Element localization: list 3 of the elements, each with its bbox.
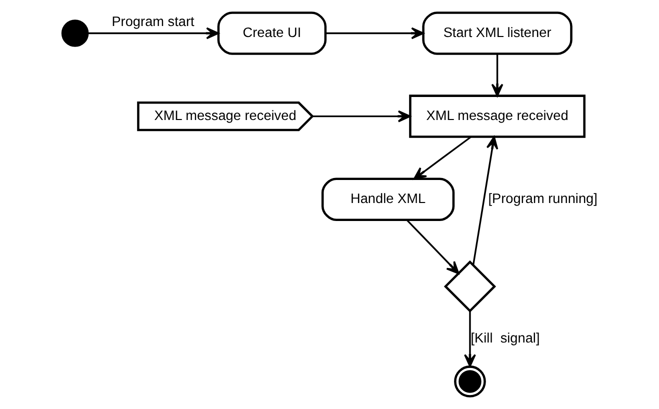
edge-label: [Program running] [488, 190, 597, 206]
edge-label: Program start [111, 14, 194, 29]
edge-label: [Kill signal] [470, 330, 540, 346]
